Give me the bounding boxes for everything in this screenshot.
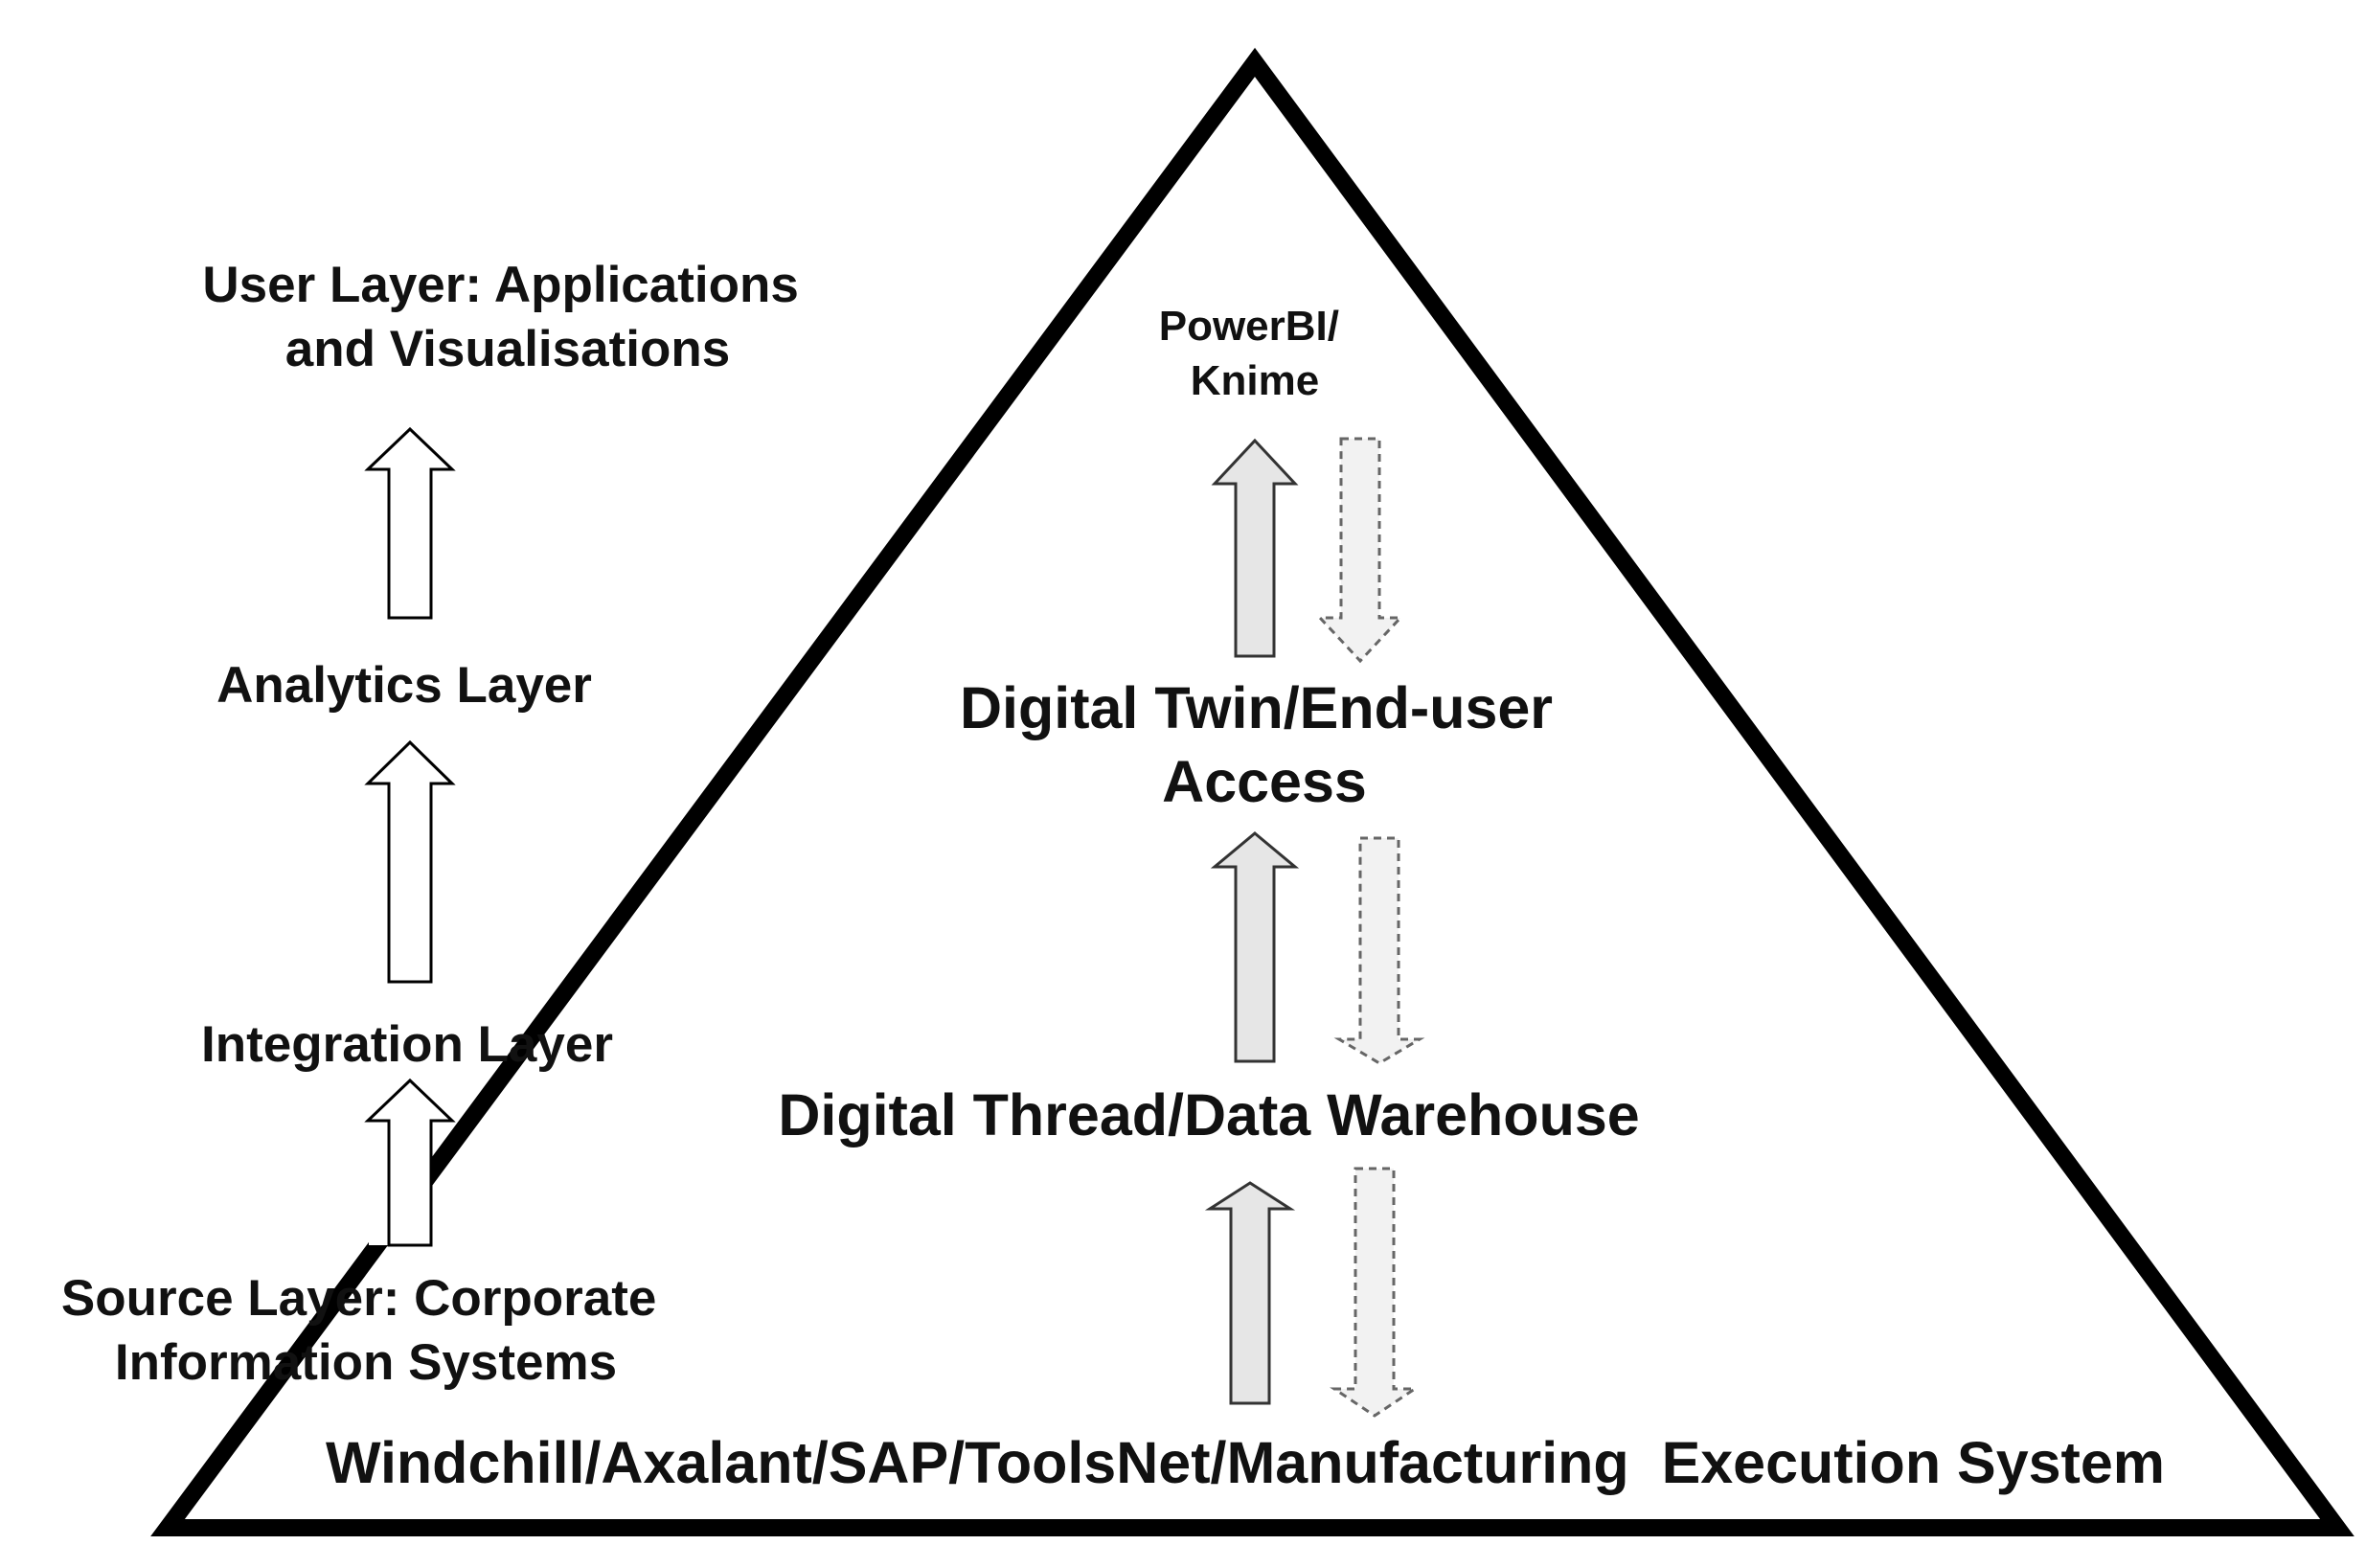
down-arrow-icon <box>1316 437 1404 664</box>
user-layer-line-1: User Layer: Applications <box>202 257 798 313</box>
source-layer-line-2: Information Systems <box>115 1334 617 1391</box>
digital-twin-label: Digital Twin/End-user Access <box>960 675 1569 814</box>
source-layer-label: Source Layer: Corporate Information Syst… <box>61 1270 671 1391</box>
digital-twin-line-2: Access <box>1162 749 1367 814</box>
integration-layer-label: Integration Layer <box>201 1016 613 1073</box>
up-arrow-icon <box>364 426 456 620</box>
analytics-layer-label: Analytics Layer <box>216 657 592 714</box>
up-arrow-icon <box>1210 831 1300 1063</box>
down-arrow-icon <box>1333 836 1425 1065</box>
user-layer-line-2: and Visualisations <box>285 321 730 377</box>
tools-line-1: PowerBI/ <box>1159 303 1339 350</box>
user-layer-label: User Layer: Applications and Visualisati… <box>202 257 812 377</box>
up-arrow-icon <box>1211 438 1299 658</box>
tools-label: PowerBI/ Knime <box>1159 303 1352 404</box>
source-layer-line-1: Source Layer: Corporate <box>61 1270 656 1327</box>
up-arrow-icon <box>364 739 456 984</box>
digital-twin-line-1: Digital Twin/End-user <box>960 675 1553 740</box>
base-systems-label: Windchill/Axalant/SAP/ToolsNet/Manufactu… <box>326 1430 2165 1495</box>
tools-line-2: Knime <box>1191 357 1319 404</box>
pyramid-outline <box>150 47 2355 1536</box>
digital-thread-label: Digital Thread/Data Warehouse <box>778 1082 1639 1148</box>
down-arrow-icon <box>1330 1167 1420 1418</box>
up-arrow-icon <box>1204 1181 1296 1405</box>
up-arrow-icon <box>364 1078 456 1247</box>
